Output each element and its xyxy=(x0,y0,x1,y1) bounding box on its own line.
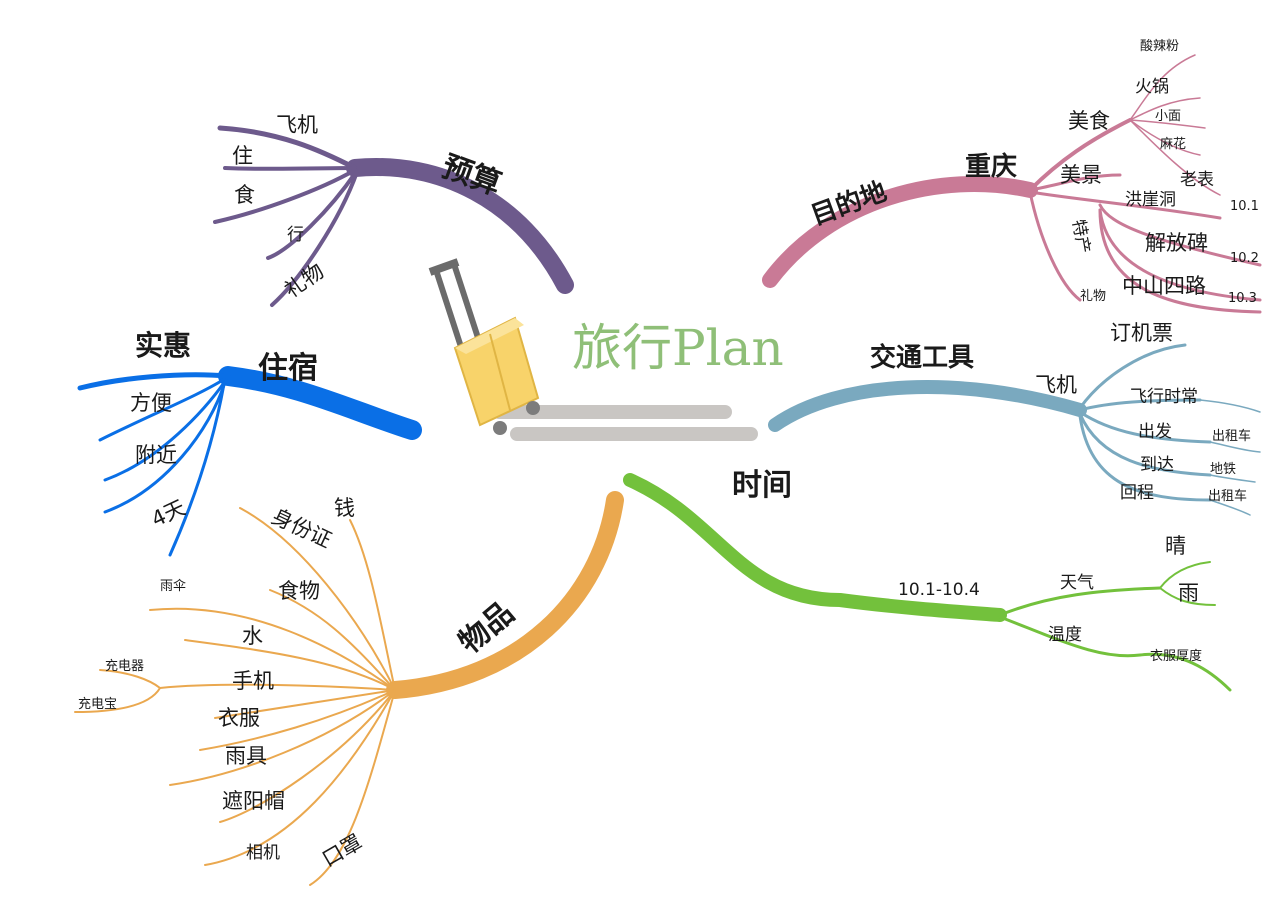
item-id-card: 身份证 xyxy=(268,504,335,552)
transport-book-ticket: 订机票 xyxy=(1110,321,1173,345)
transport-depart: 出发 xyxy=(1138,422,1172,442)
weather-sunny: 晴 xyxy=(1165,534,1186,558)
time-range: 10.1-10.4 xyxy=(898,580,980,600)
accommodation-item-nearby: 附近 xyxy=(135,443,177,467)
map-title: 旅行Plan xyxy=(572,319,784,377)
budget-item-stay: 住 xyxy=(232,144,253,168)
scenery-hongyadong-date: 10.1 xyxy=(1230,199,1259,214)
item-money: 钱 xyxy=(334,496,355,520)
branch-items xyxy=(74,491,624,886)
budget-item-flight: 飞机 xyxy=(276,113,318,137)
branch-budget xyxy=(213,125,574,307)
food-hotpot: 火锅 xyxy=(1135,77,1169,97)
item-phone: 手机 xyxy=(232,669,274,693)
branch-destination xyxy=(762,54,1262,314)
branch-destination-label: 目的地 xyxy=(807,176,891,232)
time-temperature-label: 温度 xyxy=(1048,625,1082,645)
item-power-bank: 充电宝 xyxy=(78,696,117,712)
temperature-clothing: 衣服厚度 xyxy=(1150,648,1202,664)
branch-time xyxy=(623,473,1232,692)
item-umbrella: 雨伞 xyxy=(160,578,186,594)
scenery-jiefangbei-date: 10.2 xyxy=(1230,251,1259,266)
branch-transport xyxy=(768,343,1261,516)
item-charger: 充电器 xyxy=(105,658,144,674)
scenery-zhongshan-date: 10.3 xyxy=(1228,291,1257,306)
destination-scenery-label: 美景 xyxy=(1060,163,1102,187)
item-water: 水 xyxy=(242,624,263,648)
transport-arrive-note: 地铁 xyxy=(1210,462,1236,477)
item-rain-gear: 雨具 xyxy=(225,744,267,768)
accommodation-item-affordable: 实惠 xyxy=(135,329,191,362)
destination-food-label: 美食 xyxy=(1068,109,1110,133)
scenery-zhongshan: 中山四路 xyxy=(1122,274,1206,298)
suitcase-icon xyxy=(428,258,758,441)
item-mask: 口罩 xyxy=(318,830,366,872)
item-sun-hat: 遮阳帽 xyxy=(222,789,285,813)
branch-transport-label: 交通工具 xyxy=(870,342,974,373)
branch-accommodation xyxy=(77,366,422,557)
branch-accommodation-label: 住宿 xyxy=(258,351,318,386)
budget-item-gift: 礼物 xyxy=(280,259,328,303)
time-weather-label: 天气 xyxy=(1060,573,1094,593)
destination-specialty-label: 特产 xyxy=(1068,218,1094,255)
transport-depart-note: 出租车 xyxy=(1212,428,1251,444)
scenery-hongyadong: 洪崖洞 xyxy=(1125,190,1176,210)
food-laobiao: 老表 xyxy=(1180,170,1214,190)
weather-rain: 雨 xyxy=(1178,581,1199,605)
budget-item-food: 食 xyxy=(234,183,255,207)
destination-city: 重庆 xyxy=(965,151,1017,182)
food-mahua: 麻花 xyxy=(1160,136,1186,152)
accommodation-item-convenient: 方便 xyxy=(130,391,172,415)
budget-item-travel: 行 xyxy=(287,225,304,245)
food-small-noodles: 小面 xyxy=(1155,109,1181,124)
item-camera: 相机 xyxy=(246,843,280,863)
food-sour-noodles: 酸辣粉 xyxy=(1140,39,1179,54)
transport-mode: 飞机 xyxy=(1035,373,1077,397)
transport-return-note: 出租车 xyxy=(1208,488,1247,504)
transport-arrive: 到达 xyxy=(1140,455,1174,475)
specialty-gift: 礼物 xyxy=(1080,288,1106,304)
transport-flight-duration: 飞行时常 xyxy=(1130,387,1198,407)
scenery-jiefangbei: 解放碑 xyxy=(1145,231,1208,255)
transport-return: 回程 xyxy=(1120,483,1154,503)
item-clothes: 衣服 xyxy=(218,706,260,730)
branch-time-label: 时间 xyxy=(732,468,792,503)
item-food: 食物 xyxy=(278,579,320,603)
